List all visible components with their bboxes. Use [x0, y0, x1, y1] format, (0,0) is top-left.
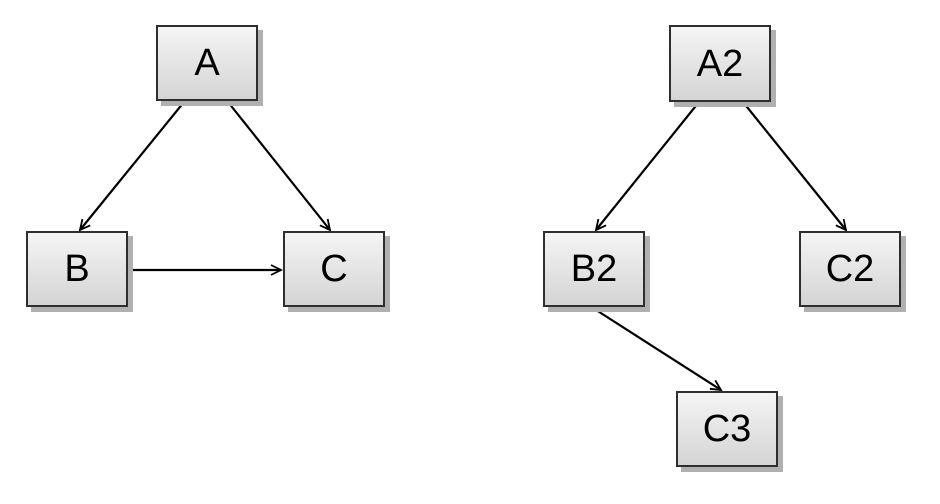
node-label-C3: C3 [702, 408, 752, 450]
edge-A2-to-B2[interactable] [594, 101, 700, 232]
node-label-C2: C2 [825, 248, 875, 290]
node-label-B: B [64, 248, 90, 290]
edge-A-to-C[interactable] [227, 101, 332, 232]
node-C3[interactable]: C3 [676, 391, 778, 467]
edge-B2-to-C3[interactable] [592, 307, 723, 392]
node-label-A: A [194, 42, 220, 84]
node-A2[interactable]: A2 [669, 25, 771, 102]
node-B[interactable]: B [26, 231, 128, 307]
edge-A2-to-C2[interactable] [742, 101, 848, 232]
node-label-C: C [320, 248, 348, 290]
node-C2[interactable]: C2 [799, 231, 901, 307]
node-label-A2: A2 [696, 42, 744, 85]
node-label-B2: B2 [570, 248, 618, 290]
node-C[interactable]: C [283, 231, 385, 307]
node-A[interactable]: A [156, 25, 258, 101]
node-B2[interactable]: B2 [543, 231, 645, 307]
edge-A-to-B[interactable] [78, 101, 185, 232]
